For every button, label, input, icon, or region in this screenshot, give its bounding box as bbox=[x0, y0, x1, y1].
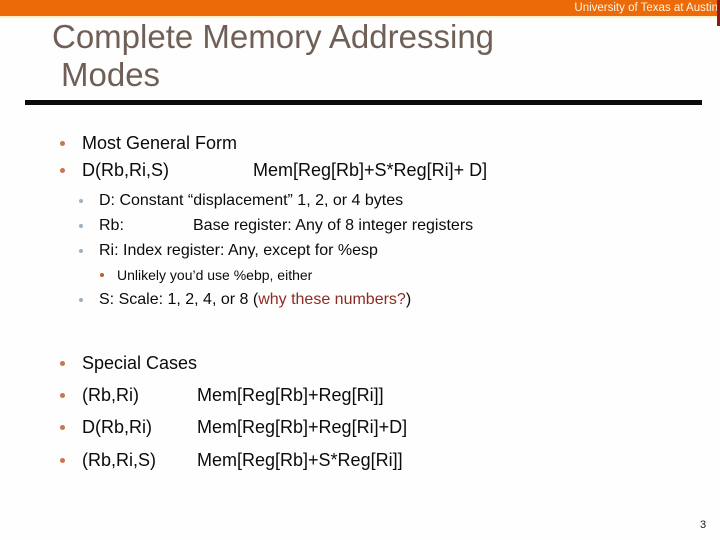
scale-text-prefix: S: Scale: 1, 2, 4, or 8 ( bbox=[99, 291, 259, 308]
bullet-item-displacement: D: Constant “displacement” 1, 2, or 4 by… bbox=[0, 192, 720, 218]
bullet-icon bbox=[79, 298, 83, 302]
bullet-item-base-register: Rb: Base register: Any of 8 integer regi… bbox=[0, 217, 720, 243]
page-number: 3 bbox=[700, 519, 707, 531]
addressing-mode-meaning: Mem[Reg[Rb]+S*Reg[Ri]] bbox=[197, 450, 403, 470]
slide-title: Complete Memory Addressing Modes bbox=[52, 18, 494, 94]
addressing-mode-syntax: (Rb,Ri) bbox=[82, 385, 139, 405]
title-underline bbox=[25, 100, 702, 105]
bullet-text-description: Base register: Any of 8 integer register… bbox=[193, 217, 474, 234]
addressing-mode-syntax: (Rb,Ri,S) bbox=[82, 450, 157, 470]
scale-text-highlight: why these numbers? bbox=[258, 291, 406, 308]
addressing-mode-meaning: Mem[Reg[Rb]+Reg[Ri]+D] bbox=[197, 417, 408, 437]
bullet-item-most-general-form: Most General Form bbox=[0, 133, 720, 159]
bullet-item-index-register: Ri: Index register: Any, except for %esp bbox=[0, 242, 720, 268]
bullet-text: Rb: bbox=[99, 217, 124, 234]
bullet-icon bbox=[60, 168, 65, 173]
bullet-item-ebp-note: Unlikely you’d use %ebp, either bbox=[0, 267, 720, 293]
banner-corner-accent bbox=[717, 0, 720, 26]
bullet-text: Most General Form bbox=[82, 133, 238, 153]
header-banner: University of Texas at Austin bbox=[0, 0, 720, 18]
bullet-text: Ri: Index register: Any, except for %esp bbox=[99, 242, 378, 259]
bullet-item-general-form-syntax: D(Rb,Ri,S) Mem[Reg[Rb]+S*Reg[Ri]+ D] bbox=[0, 160, 720, 186]
addressing-mode-syntax: D(Rb,Ri) bbox=[82, 417, 152, 437]
bullet-item-case-rb-ri: (Rb,Ri) Mem[Reg[Rb]+Reg[Ri]] bbox=[0, 385, 720, 411]
bullet-item-special-cases: Special Cases bbox=[0, 353, 720, 379]
bullet-item-case-d-rb-ri: D(Rb,Ri) Mem[Reg[Rb]+Reg[Ri]+D] bbox=[0, 417, 720, 443]
bullet-icon bbox=[100, 273, 104, 277]
bullet-icon bbox=[79, 224, 83, 228]
bullet-item-scale: S: Scale: 1, 2, 4, or 8 (why these numbe… bbox=[0, 291, 720, 317]
addressing-mode-meaning: Mem[Reg[Rb]+Reg[Ri]] bbox=[197, 385, 384, 405]
bullet-icon bbox=[79, 199, 83, 203]
bullet-icon bbox=[60, 361, 65, 366]
bullet-icon bbox=[60, 425, 65, 430]
addressing-mode-meaning: Mem[Reg[Rb]+S*Reg[Ri]+ D] bbox=[253, 160, 488, 180]
bullet-icon bbox=[60, 141, 65, 146]
bullet-item-case-rb-ri-s: (Rb,Ri,S) Mem[Reg[Rb]+S*Reg[Ri]] bbox=[0, 450, 720, 476]
bullet-icon bbox=[79, 249, 83, 253]
slide-title-line1: Complete Memory Addressing bbox=[52, 18, 495, 55]
bullet-text: D: Constant “displacement” 1, 2, or 4 by… bbox=[99, 192, 404, 209]
bullet-text: Special Cases bbox=[82, 353, 198, 373]
scale-text-suffix: ) bbox=[405, 291, 412, 308]
bullet-text: S: Scale: 1, 2, 4, or 8 (why these numbe… bbox=[99, 291, 411, 309]
slide-title-line2: Modes bbox=[61, 56, 161, 93]
addressing-mode-syntax: D(Rb,Ri,S) bbox=[82, 160, 170, 180]
bullet-text: Unlikely you’d use %ebp, either bbox=[117, 267, 313, 283]
bullet-icon bbox=[60, 458, 65, 463]
bullet-icon bbox=[60, 393, 65, 398]
institution-name: University of Texas at Austin bbox=[574, 2, 718, 14]
